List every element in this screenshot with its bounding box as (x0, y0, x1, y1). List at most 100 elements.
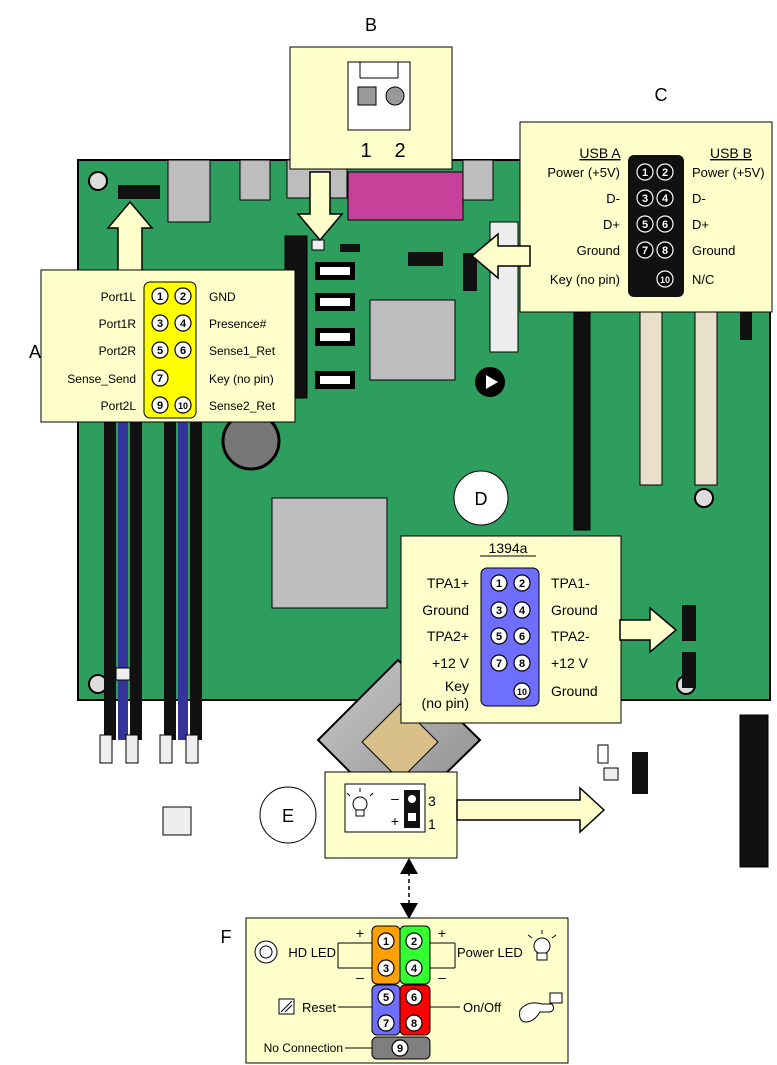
label-d: D (475, 489, 488, 509)
usb-pin-number: 8 (662, 245, 668, 257)
reset-icon (278, 998, 295, 1015)
audio-pin-number: 3 (157, 318, 163, 330)
front-panel-pin-number: 5 (383, 992, 389, 1004)
label-e-badge: E (259, 786, 317, 844)
ieee-pin-number: 4 (519, 605, 526, 617)
front-panel-pin-number: 6 (411, 992, 417, 1004)
audio-right-label: Key (no pin) (209, 372, 274, 386)
usb-right-label: D+ (692, 217, 709, 232)
audio-pin-number: 10 (178, 401, 188, 411)
ieee-right-label: TPA2- (551, 628, 590, 644)
audio-right-label: Sense2_Ret (209, 399, 276, 413)
usb-pin-number: 10 (660, 275, 670, 285)
audio-pin-number: 6 (180, 345, 186, 357)
usb-pin: 3 (636, 189, 654, 207)
power-led-plus: + (438, 925, 446, 941)
usb-right-label: N/C (692, 272, 714, 287)
audio-pin-number: 7 (157, 373, 163, 385)
power-bulb-icon (527, 930, 557, 961)
ieee-pin-number: 5 (496, 631, 502, 643)
audio-pin-number: 5 (157, 345, 163, 357)
on-off-label: On/Off (463, 1000, 501, 1015)
ieee-pin-number: 10 (517, 687, 527, 697)
ieee-left-label: +12 V (432, 655, 470, 671)
ieee1394-title: 1394a (489, 540, 528, 556)
ieee-left-label: TPA2+ (427, 628, 469, 644)
usb-col-a: USB A (579, 145, 621, 161)
usb-pin: 1 (636, 163, 654, 181)
led-pin1: 1 (428, 816, 436, 832)
ieee-pin: 3 (490, 601, 508, 619)
hd-led-plus: + (356, 925, 364, 941)
ieee-pin: 1 (490, 574, 508, 592)
front-panel-pin: 4 (405, 959, 423, 977)
ieee-right-label: Ground (551, 683, 598, 699)
power-switch-hand-icon (519, 992, 563, 1023)
ieee-pin: 6 (513, 627, 531, 645)
ieee-pin-number: 2 (519, 578, 525, 590)
usb-pin: 5 (636, 215, 654, 233)
usb-right-label: Ground (692, 243, 735, 258)
label-b: B (365, 15, 377, 35)
front-panel-pin-number: 8 (411, 1018, 417, 1030)
audio-left-label: Port1R (99, 317, 137, 331)
ieee-left-label-2: (no pin) (422, 695, 469, 711)
ieee-pin-number: 8 (519, 658, 525, 670)
audio-pin: 1 (151, 287, 169, 305)
led-minus: – (391, 790, 399, 806)
front-panel-pin: 8 (405, 1014, 423, 1032)
ieee-right-label: Ground (551, 602, 598, 618)
audio-right-label: Sense1_Ret (209, 344, 276, 358)
usb-pin-number: 3 (642, 193, 648, 205)
usb-pin: 10 (656, 270, 674, 288)
usb-pin: 6 (656, 215, 674, 233)
usb-pin: 2 (656, 163, 674, 181)
audio-pin: 3 (151, 314, 169, 332)
usb-pin-number: 2 (662, 167, 668, 179)
no-connection-label: No Connection (264, 1041, 343, 1055)
usb-left-label: D+ (603, 217, 620, 232)
ieee-pin: 7 (490, 654, 508, 672)
ieee-right-label: +12 V (551, 655, 589, 671)
front-panel-pin-number: 2 (411, 936, 417, 948)
front-panel-pin: 3 (377, 959, 395, 977)
ieee-pin: 10 (513, 682, 531, 700)
front-panel-pin: 9 (391, 1039, 409, 1057)
usb-pin-number: 4 (662, 193, 669, 205)
front-panel-pin: 6 (405, 988, 423, 1006)
front-panel-pin: 5 (377, 988, 395, 1006)
front-panel-pin-number: 1 (383, 936, 389, 948)
audio-pin: 9 (151, 396, 169, 414)
audio-left-label: Port2L (101, 399, 137, 413)
usb-col-b: USB B (710, 145, 752, 161)
audio-pin: 6 (174, 341, 192, 359)
audio-pin: 7 (151, 369, 169, 387)
audio-pin-number: 4 (180, 318, 187, 330)
usb-header-callout: USB A USB B (470, 121, 773, 313)
usb-pin: 4 (656, 189, 674, 207)
audio-right-label: Presence# (209, 317, 267, 331)
bulb-icon (346, 788, 374, 817)
reset-label: Reset (302, 1000, 336, 1015)
audio-left-label: Port2R (99, 344, 137, 358)
hdd-icon (254, 940, 278, 964)
hd-led-minus: – (356, 969, 364, 985)
ieee-left-label: Key (445, 678, 469, 694)
ieee-pin: 8 (513, 654, 531, 672)
audio-pin-number: 1 (157, 291, 163, 303)
ieee-pin-number: 7 (496, 658, 502, 670)
usb-left-label: D- (606, 191, 620, 206)
led-plus: + (391, 813, 399, 829)
audio-right-label: GND (209, 290, 236, 304)
ieee-right-label: TPA1- (551, 575, 590, 591)
ieee-pin-number: 3 (496, 605, 502, 617)
ieee-left-label: TPA1+ (427, 575, 469, 591)
audio-pin: 4 (174, 314, 192, 332)
led-pin3: 3 (428, 793, 436, 809)
audio-pin-number: 9 (157, 400, 163, 412)
